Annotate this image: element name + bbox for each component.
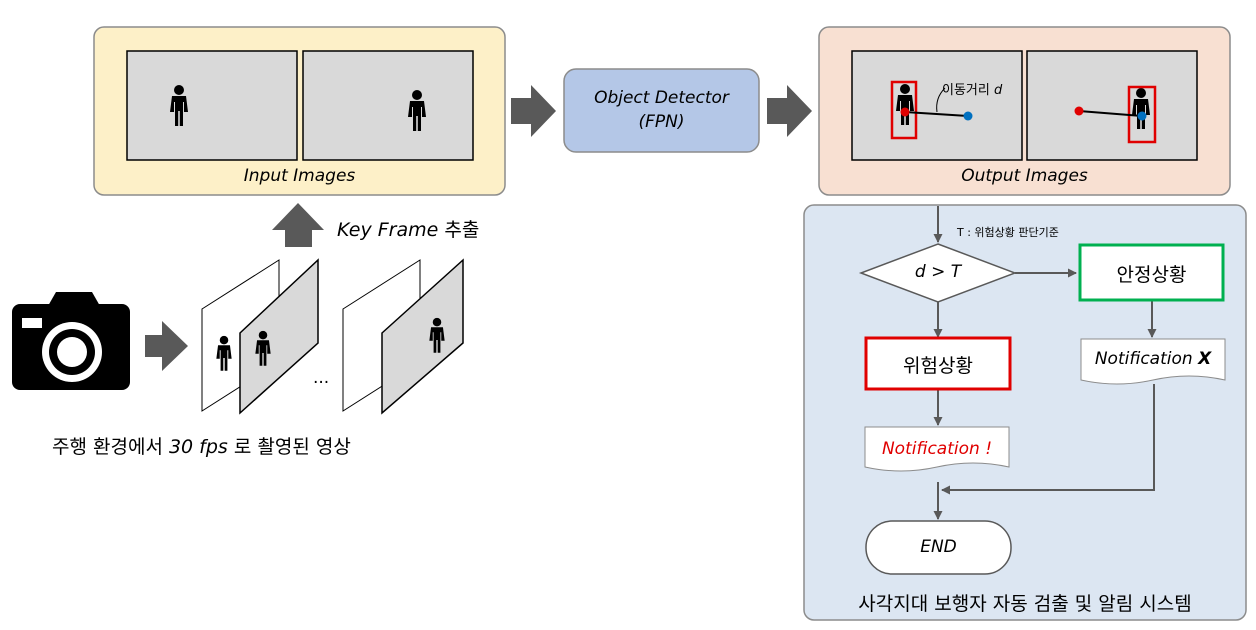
system-panel	[803, 204, 1247, 621]
object-detector-box	[563, 68, 760, 153]
displacement-line	[904, 111, 969, 117]
system-title: 사각지대 보행자 자동 검출 및 알림 시스템	[858, 593, 1192, 615]
displacement-line	[1078, 110, 1143, 117]
danger-state-box	[864, 336, 1012, 391]
video-frame	[381, 258, 464, 415]
decision-label: d > T	[914, 262, 962, 282]
output-images-label: Output Images	[961, 166, 1088, 186]
camera-caption-pre: 주행 환경에서	[52, 436, 163, 458]
detection-box	[890, 80, 918, 140]
end-point-marker	[963, 111, 973, 121]
block-arrow-icon	[145, 321, 188, 371]
start-point-marker	[1074, 106, 1084, 116]
threshold-note: T : 위험상황 판단기준	[957, 226, 1059, 239]
block-arrow-icon	[767, 85, 812, 137]
camera-icon	[12, 292, 130, 390]
safe-state-box	[1078, 243, 1225, 302]
end-point-marker	[1137, 111, 1147, 121]
distance-label: 이동거리 d	[942, 79, 1002, 98]
start-point-marker	[900, 107, 910, 117]
up-arrow-icon	[272, 203, 324, 247]
notification-x-text: Notification	[1094, 349, 1193, 369]
video-frame	[239, 258, 319, 415]
distance-label-korean: 이동거리	[942, 83, 990, 98]
callout-line	[936, 87, 946, 113]
output-image-2	[1026, 50, 1198, 161]
distance-label-var: d	[993, 83, 1003, 98]
input-image-2	[302, 50, 474, 161]
input-image-1	[126, 50, 298, 161]
notification-x-mark: X	[1198, 349, 1212, 369]
keyframe-label-korean: 추출	[444, 219, 480, 241]
detector-title: Object Detector	[594, 88, 729, 108]
notification-x-label: Notification X	[1081, 349, 1225, 369]
notification-alert-doc	[864, 426, 1010, 472]
flow-arrow	[941, 384, 1155, 495]
keyframe-label: Key Frame 추출	[337, 215, 479, 242]
safe-state-label: 안정상황	[1116, 264, 1187, 286]
keyframe-label-latin: Key Frame	[337, 219, 439, 241]
frames-ellipsis: ...	[313, 368, 330, 388]
decision-diamond	[858, 243, 1018, 303]
notification-x-doc	[1080, 338, 1226, 385]
end-label: END	[920, 537, 957, 557]
input-images-label: Input Images	[243, 166, 356, 186]
detector-subtitle: (FPN)	[638, 112, 685, 132]
danger-state-label: 위험상황	[903, 355, 973, 377]
end-terminator	[865, 520, 1012, 575]
camera-caption-post: 로 촬영된 영상	[233, 436, 351, 458]
camera-caption-fps: 30 fps	[168, 436, 228, 458]
camera-caption: 주행 환경에서 30 fps 로 촬영된 영상	[52, 432, 351, 459]
block-arrow-icon	[511, 85, 556, 137]
notification-alert-label: Notification !	[881, 439, 993, 459]
